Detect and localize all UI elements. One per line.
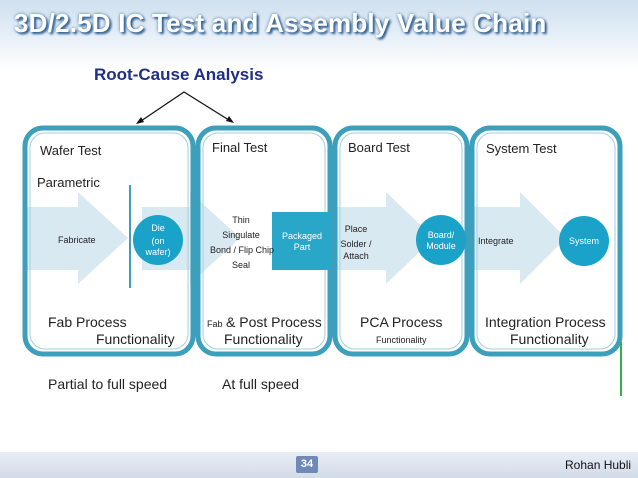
board-bottom-line1: PCA Process (360, 314, 443, 330)
final-bottom-line1: & Post Process (226, 314, 322, 330)
flow-arrow-wafer (26, 192, 128, 284)
stage-title-wafer: Wafer Test (40, 143, 102, 158)
root-cause-caret (137, 91, 233, 124)
system-bottom-line2: Functionality (510, 331, 589, 347)
stage-frame-board (332, 125, 470, 357)
board-module-circle-text: Board/ Module (426, 230, 456, 251)
caret-arrowhead-right (226, 116, 234, 123)
system-circle-text: System (568, 236, 599, 246)
parametric-label: Parametric (37, 175, 100, 190)
slide-title: 3D/2.5D IC Test and Assembly Value Chain (14, 8, 547, 38)
page-number: 34 (296, 456, 318, 473)
packaged-part-text: Packaged Part (281, 231, 323, 252)
speed-full: At full speed (222, 376, 300, 392)
board-module-circle (416, 215, 466, 265)
wafer-bottom-line2: Functionality (96, 331, 175, 347)
root-cause-label: Root-Cause Analysis (94, 65, 264, 84)
title-band (0, 0, 638, 70)
wafer-bottom-line1: Fab Process (48, 314, 127, 330)
speed-partial: Partial to full speed (48, 376, 168, 392)
fabricate-label: Fabricate (58, 235, 96, 245)
board-test-steps: Place Solder / Attach (340, 224, 372, 261)
stage-title-board: Board Test (348, 140, 410, 155)
final-bottom-line2: Functionality (224, 331, 303, 347)
integrate-label: Integrate (478, 236, 514, 246)
footer-bar (0, 452, 638, 478)
author-name: Rohan Hubli (565, 458, 632, 472)
stage-frame-wafer (22, 125, 196, 357)
system-bottom-line1: Integration Process (485, 314, 606, 330)
stage-title-final: Final Test (212, 140, 268, 155)
packaged-part-box (272, 212, 332, 270)
flow-arrow-system (474, 192, 566, 284)
flow-arrows (26, 192, 566, 284)
caret-arrowhead-left (136, 117, 144, 124)
die-circle (133, 215, 183, 265)
board-bottom-line2: Functionality (376, 335, 427, 345)
stage-title-system: System Test (486, 141, 557, 156)
stage-frame-system (469, 125, 623, 357)
die-circle-text: Die (on wafer) (145, 223, 171, 257)
system-circle (559, 216, 609, 266)
flow-arrow-board (336, 192, 434, 284)
final-bottom-prefix: Fab (207, 319, 223, 329)
final-test-steps: Thin Singulate Bond / Flip Chip Seal (210, 215, 275, 270)
